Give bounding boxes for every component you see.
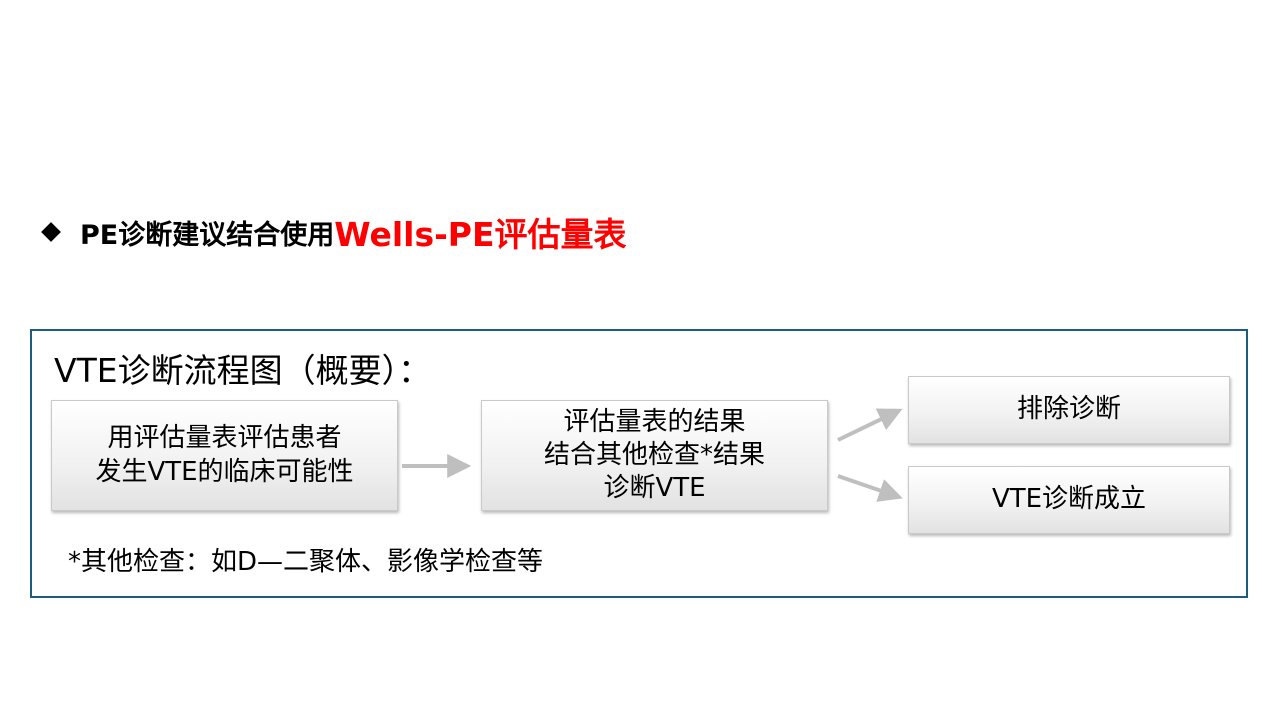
heading-text: PE诊断建议结合使用 (80, 219, 335, 251)
flow-box-line: 发生VTE的临床可能性 (95, 456, 354, 487)
flow-box-line: 用评估量表评估患者 (107, 423, 342, 454)
flow-box-confirm: VTE诊断成立 (908, 466, 1230, 534)
footnote: *其他检查：如D—二聚体、影像学检查等 (68, 547, 544, 577)
flow-box-assess: 用评估量表评估患者 发生VTE的临床可能性 (51, 400, 398, 511)
flow-box-line: 诊断VTE (603, 473, 706, 504)
flow-box-exclude: 排除诊断 (908, 376, 1230, 444)
flow-box-line: VTE诊断成立 (991, 484, 1147, 515)
flow-box-line: 排除诊断 (1016, 394, 1121, 425)
diamond-bullet-icon (41, 222, 61, 242)
heading: PE诊断建议结合使用 Wells-PE评估量表 (40, 208, 627, 256)
flowchart-title: VTE诊断流程图（概要）： (54, 351, 432, 390)
heading-highlight: Wells-PE评估量表 (334, 215, 627, 254)
flow-box-line: 结合其他检查*结果 (543, 439, 765, 470)
flowchart-frame (30, 329, 1248, 598)
flow-box-combine: 评估量表的结果 结合其他检查*结果 诊断VTE (481, 400, 828, 511)
flow-box-line: 评估量表的结果 (563, 406, 746, 437)
